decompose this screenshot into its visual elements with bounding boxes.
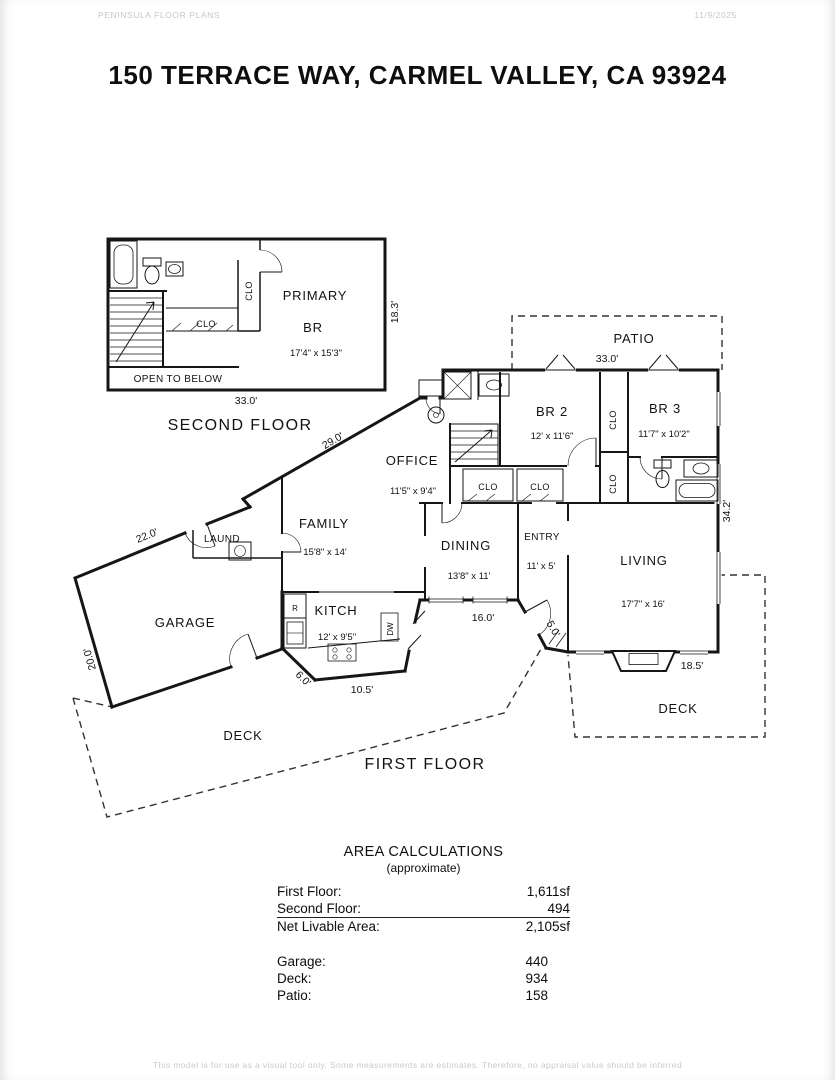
fireplace	[610, 650, 677, 672]
second-floor-caption: SECOND FLOOR	[168, 417, 313, 434]
area-value: 1,611sf	[526, 884, 570, 899]
second-floor-stairs	[110, 297, 162, 363]
page-title: 150 TERRACE WAY, CARMEL VALLEY, CA 93924	[108, 60, 727, 90]
area-row-first-floor: First Floor: 1,611sf	[277, 883, 570, 900]
dim-second-floor-width: 33.0'	[235, 395, 257, 407]
kitchen-dims: 12' x 9'5"	[318, 632, 356, 643]
area-value: 158	[525, 988, 548, 1003]
brand-label: PENINSULA FLOOR PLANS	[98, 10, 221, 20]
dim-right-side: 34.2'	[721, 500, 733, 522]
deck-left-label: DECK	[223, 728, 262, 743]
area-livable-table: First Floor: 1,611sf Second Floor: 494 N…	[277, 883, 570, 935]
refrigerator-label: R	[292, 604, 298, 613]
laundry-fixtures	[228, 541, 252, 561]
closet-label: CLO	[530, 482, 549, 492]
br3-dims: 11'7" x 10'2"	[638, 429, 689, 440]
closet-label: CLO	[608, 474, 618, 493]
deck-right-label: DECK	[658, 701, 697, 716]
living-dims: 17'7" x 16'	[621, 599, 665, 610]
family-dims: 15'8" x 14'	[303, 547, 347, 558]
first-floor-caption: FIRST FLOOR	[365, 756, 486, 773]
br3-label: BR 3	[649, 401, 681, 416]
dim-second-floor-depth: 18.3'	[389, 301, 401, 323]
entry-dims: 11' x 5'	[527, 561, 556, 572]
closet-label: CLO	[244, 281, 254, 300]
hall-closets	[462, 468, 564, 502]
area-calc-subtitle: (approximate)	[386, 861, 461, 875]
disclaimer-text: This model is for use as a visual tool o…	[152, 1060, 683, 1070]
area-label: Garage:	[277, 954, 326, 969]
second-floor-doors	[259, 249, 283, 273]
first-floor-interior-walls	[192, 370, 719, 653]
kitchen-label: KITCH	[315, 603, 358, 618]
first-floor-stairs	[427, 406, 499, 467]
patio-outline	[511, 315, 723, 370]
primary-br-label-1: PRIMARY	[283, 288, 348, 303]
primary-br-label-2: BR	[303, 320, 323, 335]
date-label: 11/9/2025	[694, 10, 737, 20]
dishwasher-label: DW	[386, 622, 395, 636]
laundry-label: LAUND	[204, 534, 240, 545]
area-calculations: AREA CALCULATIONS (approximate) First Fl…	[277, 844, 570, 1004]
closet-label: CLO	[196, 319, 215, 329]
garage-label: GARAGE	[155, 615, 215, 630]
area-label: First Floor:	[277, 884, 342, 899]
primary-br-dims: 17'4" x 15'3"	[290, 348, 342, 359]
entry-label: ENTRY	[524, 532, 560, 543]
br2-dims: 12' x 11'6"	[531, 431, 574, 442]
area-value: 934	[525, 971, 548, 986]
dim-garage-top: 22.0'	[134, 526, 159, 546]
closet-label: CLO	[608, 410, 618, 429]
area-label: Second Floor:	[277, 901, 362, 916]
second-floor-bath-fixtures	[109, 240, 184, 289]
br2-label: BR 2	[536, 404, 568, 419]
deck-outlines	[72, 574, 766, 818]
dim-kitchen-corner: 6.0'	[293, 669, 313, 689]
dim-patio-width: 33.0'	[596, 353, 618, 365]
area-row-garage: Garage: 440	[277, 953, 548, 970]
family-label: FAMILY	[299, 516, 349, 531]
area-row-net-livable: Net Livable Area: 2,105sf	[277, 918, 570, 935]
bath-fixtures	[443, 371, 719, 502]
area-label: Net Livable Area:	[277, 919, 380, 934]
closet-label: CLO	[478, 482, 497, 492]
kitchen-fixtures	[283, 593, 401, 662]
dim-garage-side: 20.0'	[81, 647, 99, 672]
area-row-second-floor: Second Floor: 494	[277, 900, 570, 918]
area-other-table: Garage: 440 Deck: 934 Patio: 158	[277, 953, 548, 1004]
open-to-below-label: OPEN TO BELOW	[134, 374, 223, 385]
area-value: 494	[547, 901, 570, 916]
second-floor-labels: PRIMARY BR 17'4" x 15'3" OPEN TO BELOW C…	[134, 281, 401, 434]
first-floor-doors	[184, 354, 679, 668]
area-calc-title: AREA CALCULATIONS	[343, 844, 504, 860]
area-label: Deck:	[277, 971, 312, 986]
area-row-deck: Deck: 934	[277, 970, 548, 987]
dim-kitchen-bottom: 10.5'	[351, 684, 373, 696]
patio-label: PATIO	[613, 331, 654, 346]
area-row-patio: Patio: 158	[277, 987, 548, 1004]
office-dims: 11'5" x 9'4"	[390, 486, 436, 497]
living-label: LIVING	[620, 553, 667, 568]
area-value: 2,105sf	[525, 919, 570, 934]
dining-label: DINING	[441, 538, 491, 553]
dim-entry-side: 5.0'	[544, 619, 563, 639]
area-label: Patio:	[277, 988, 312, 1003]
first-floor-labels: PATIO 33.0' BR 2 12' x 11'6" BR 3 11'7" …	[81, 331, 733, 773]
dim-dining-bottom: 16.0'	[472, 612, 494, 624]
area-value: 440	[525, 954, 548, 969]
office-label: OFFICE	[386, 453, 438, 468]
dining-dims: 13'8" x 11'	[448, 571, 491, 582]
second-floor-walls	[106, 237, 387, 392]
dim-living-bottom: 18.5'	[681, 660, 703, 672]
